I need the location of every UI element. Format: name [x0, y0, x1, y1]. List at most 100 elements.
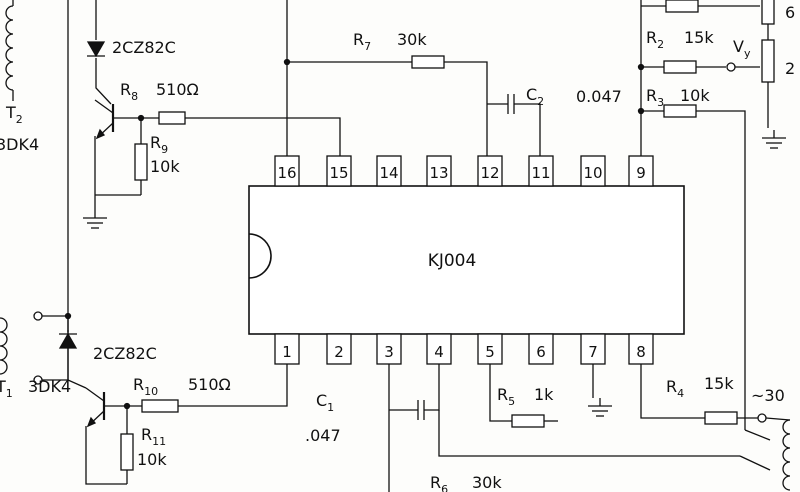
ic-pin-4: [426, 333, 452, 365]
ic-pin-8: [628, 333, 654, 365]
transistor-collector: [85, 387, 105, 402]
ic-pin-label-1: 1: [282, 343, 292, 361]
terminal-ac: [757, 413, 767, 423]
ground-top-right: [762, 130, 786, 149]
r3-label: R3 10k: [646, 86, 710, 109]
terminal-t1-top: [33, 311, 43, 321]
ic-pin-5: [477, 333, 503, 365]
ic-notch: [248, 233, 272, 279]
wire: [444, 61, 488, 104]
ic-pin-label-16: 16: [277, 164, 296, 182]
c2-value: 0.047: [576, 87, 622, 106]
wire: [438, 410, 740, 457]
svg-text:C1: C1: [316, 391, 334, 414]
resistor-r9: [134, 143, 148, 181]
ic-pin-6: [528, 333, 554, 365]
capacitor-c2: [507, 94, 515, 114]
wire: [424, 364, 440, 411]
ic-pin-label-13: 13: [429, 164, 448, 182]
ic-pin-13: [426, 155, 452, 187]
svg-text:30k: 30k: [472, 473, 502, 492]
ic-pin-7: [580, 333, 606, 365]
r2-label: R2 15k: [646, 28, 714, 51]
ic-pin-label-7: 7: [588, 343, 598, 361]
ic-name: KJ004: [428, 251, 477, 271]
ground-pin7: [588, 398, 612, 417]
capacitor-c1: [417, 400, 425, 420]
ic-pin-9: [628, 155, 654, 187]
ic-pin-12: [477, 155, 503, 187]
svg-text:R5: R5: [497, 385, 515, 408]
diode-bottom-label: 2CZ82C: [93, 344, 157, 363]
resistor-r7: [411, 55, 445, 69]
ic-pin-label-5: 5: [485, 343, 495, 361]
wire: [489, 364, 512, 422]
diode-triangle: [86, 41, 106, 58]
c1-label: C1 .047: [305, 391, 341, 445]
ground-t2: [83, 210, 107, 229]
transistor-t1: [85, 387, 106, 428]
wire: [640, 364, 705, 419]
transistor-arrow: [95, 128, 106, 140]
output-transformer-coil: [782, 419, 791, 491]
ic-pin-1: [274, 333, 300, 365]
r9-label: R9 10k: [150, 133, 180, 176]
resistor-r5: [511, 414, 545, 428]
svg-text:510Ω: 510Ω: [156, 80, 199, 99]
wire: [95, 58, 112, 105]
svg-text:R6: R6: [430, 473, 448, 492]
wire: [739, 455, 771, 471]
ic-pin-15: [326, 155, 352, 187]
svg-text:T2: T2: [5, 103, 23, 126]
r5-label: R5 1k: [497, 385, 554, 408]
t2-transformer-coil: [5, 5, 14, 91]
ic-pin-2: [326, 333, 352, 365]
svg-text:30k: 30k: [397, 30, 427, 49]
junction-dot: [637, 63, 645, 71]
wire: [514, 103, 541, 156]
diode-bottom: [58, 332, 78, 349]
resistor-r4: [704, 411, 738, 425]
t2-label: T2 3DK4: [0, 103, 39, 154]
resistor-r8: [158, 111, 186, 125]
svg-text:R10: R10: [133, 375, 158, 398]
ic-pin-label-4: 4: [434, 343, 444, 361]
ic-pin-label-9: 9: [636, 164, 646, 182]
ic-pin-14: [376, 155, 402, 187]
ic-pin-label-11: 11: [531, 164, 550, 182]
potentiometer: [761, 39, 775, 83]
resistor-top-edge: [665, 0, 699, 13]
svg-text:15k: 15k: [704, 374, 734, 393]
wire: [178, 364, 288, 407]
svg-text:15k: 15k: [684, 28, 714, 47]
diode-top-label: 2CZ82C: [112, 38, 176, 57]
transistor-arrow: [86, 416, 97, 428]
svg-text:3DK4: 3DK4: [28, 377, 71, 396]
svg-text:.047: .047: [305, 426, 341, 445]
r8-label: R8 510Ω: [120, 80, 199, 103]
svg-text:R3: R3: [646, 86, 664, 109]
ac-label: ~30: [751, 386, 785, 405]
junction-dot: [637, 107, 645, 115]
ic-pin-label-15: 15: [329, 164, 348, 182]
wire: [744, 429, 771, 441]
junction-dot: [283, 58, 291, 66]
wire: [185, 117, 341, 156]
r6-label: R6 30k: [430, 473, 502, 492]
wire: [85, 426, 127, 485]
ic-pin-3: [376, 333, 402, 365]
diode-top: [86, 41, 106, 58]
wire: [67, 379, 87, 389]
resistor-r10: [141, 399, 179, 413]
ic-pin-10: [580, 155, 606, 187]
terminal-vy: [726, 62, 736, 72]
t1-transformer-coil: [0, 317, 8, 375]
svg-text:T1: T1: [0, 377, 13, 400]
svg-text:10k: 10k: [150, 157, 180, 176]
ic-pin-11: [528, 155, 554, 187]
transistor-t2: [94, 99, 115, 140]
